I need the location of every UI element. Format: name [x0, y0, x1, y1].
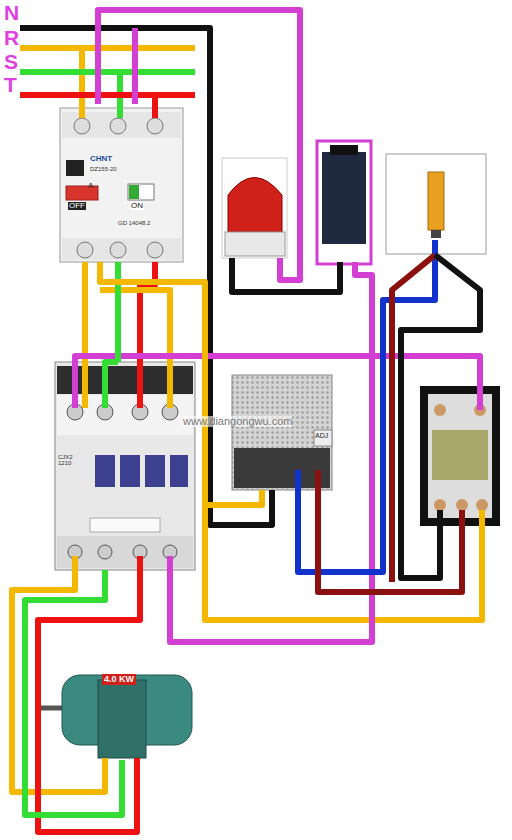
motor-terminal-box — [98, 680, 146, 758]
part-text: ON — [130, 202, 144, 210]
phase-label: S — [4, 51, 18, 72]
breaker-window — [66, 160, 84, 176]
part-label: A — [88, 182, 93, 190]
wire-connector — [25, 570, 122, 815]
wire-connector — [115, 262, 121, 362]
part-text: CHNT — [90, 155, 112, 163]
photo-sensor — [386, 154, 486, 254]
relay-body — [420, 386, 500, 526]
part-text: CJX2 1210 — [58, 454, 86, 467]
part-text: OFF — [68, 202, 86, 210]
on-knob — [128, 184, 154, 200]
wires — [12, 10, 482, 832]
phase-label: T — [4, 74, 17, 95]
motor: 4.0 KW — [40, 665, 198, 760]
beacon-frame — [222, 158, 287, 258]
phase-label: N — [4, 2, 19, 23]
watermark: www.diangongwu.com — [183, 416, 292, 427]
beacon-dome — [228, 178, 282, 233]
breaker-body — [60, 108, 183, 262]
part-text: ADJ — [315, 432, 328, 439]
push-button — [317, 141, 371, 264]
part-text: 4.0 KW — [102, 674, 136, 685]
breaker-bottom-terminals — [62, 238, 181, 260]
phase-label: R — [4, 27, 19, 48]
part-text: GD 14048.2 — [118, 220, 150, 226]
power-supply: ADJ — [232, 375, 332, 490]
contactor: CJX2 1210 — [55, 362, 195, 570]
part-text: DZ155-20 — [90, 166, 117, 172]
circuit-breaker: CHNT DZ155-20OFF ON GD 14048.2 — [60, 108, 183, 262]
wire-connector — [100, 262, 262, 505]
